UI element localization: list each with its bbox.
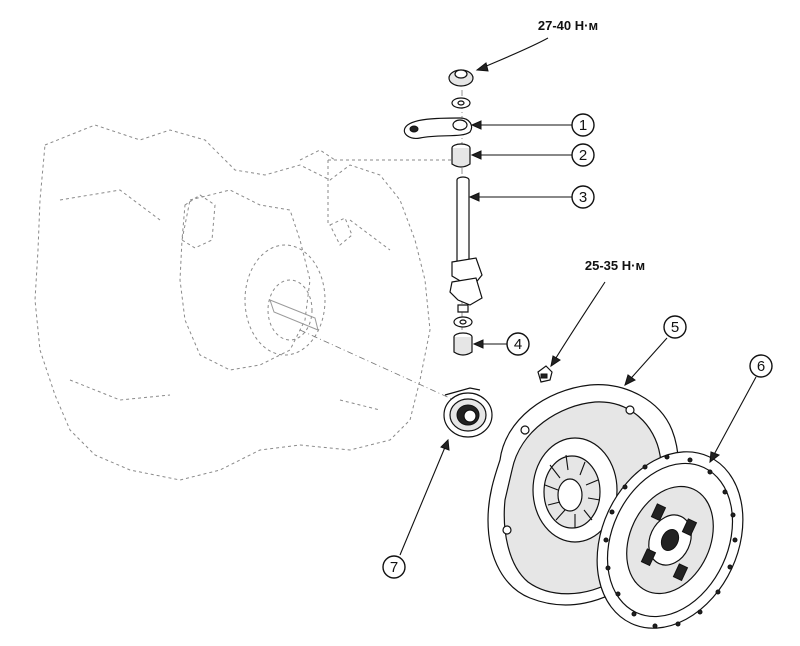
callout-4-number: 4 (514, 336, 522, 353)
lower-bushing (453, 332, 473, 356)
callout-5: 5 (624, 315, 687, 386)
callout-2-number: 2 (579, 147, 587, 164)
callout-3-number: 3 (579, 189, 587, 206)
callout-1: 1 (470, 113, 595, 137)
callout-6: 6 (709, 354, 773, 464)
transmission-housing (34, 124, 460, 481)
callout-3: 3 (468, 185, 595, 209)
torque-label-bolt: 25-35 Н·м (585, 258, 645, 273)
washer (451, 97, 471, 109)
center-lines (299, 90, 466, 406)
callout-5-number: 5 (671, 319, 679, 336)
callout-1-number: 1 (579, 117, 587, 134)
release-bearing (443, 387, 493, 438)
top-nut (448, 69, 474, 87)
clutch-disc (596, 451, 744, 629)
disc-rivets (603, 454, 738, 629)
torque-label-top: 27-40 Н·м (538, 18, 598, 33)
callout-6-number: 6 (757, 358, 765, 375)
upper-bushing (451, 143, 471, 168)
callout-7: 7 (382, 438, 450, 579)
torque-leader-bolt (550, 281, 606, 367)
torque-leader-top (476, 37, 549, 71)
callout-4: 4 (472, 332, 530, 356)
release-fork-shaft (449, 176, 483, 313)
pressure-plate-bolt (537, 365, 553, 383)
lower-washer (453, 316, 473, 328)
callout-2: 2 (470, 143, 595, 167)
release-lever (403, 117, 473, 139)
callout-7-number: 7 (390, 559, 398, 576)
